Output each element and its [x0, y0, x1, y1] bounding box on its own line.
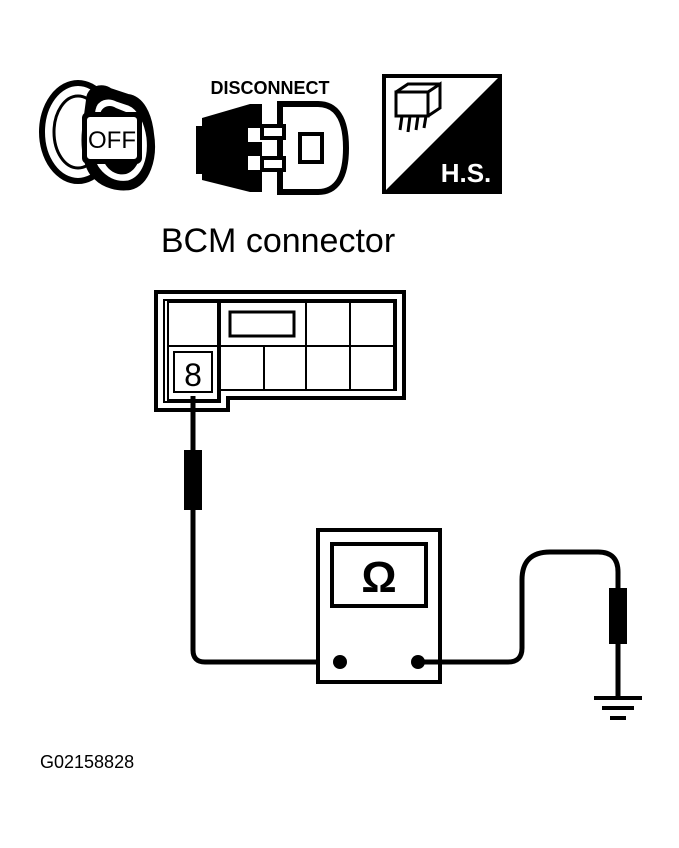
meter-terminal-left [333, 655, 347, 669]
off-label: OFF [88, 127, 136, 154]
figure-id: G02158828 [40, 752, 134, 772]
ignition-key-off-icon: OFF [39, 80, 155, 191]
ohm-icon: Ω [361, 553, 396, 602]
disconnect-label: DISCONNECT [210, 78, 329, 98]
ohmmeter: Ω [316, 528, 442, 684]
connector-disconnect-icon: DISCONNECT [196, 78, 350, 195]
hs-label: H.S. [441, 158, 492, 188]
terminal-8-label: 8 [184, 357, 202, 393]
right-probe-lead [418, 549, 627, 698]
ground-icon [594, 696, 642, 720]
left-probe-lead [184, 396, 340, 665]
bcm-connector: 8 [154, 290, 406, 412]
harness-side-icon: H.S. [382, 74, 502, 194]
connector-title: BCM connector [161, 222, 395, 260]
